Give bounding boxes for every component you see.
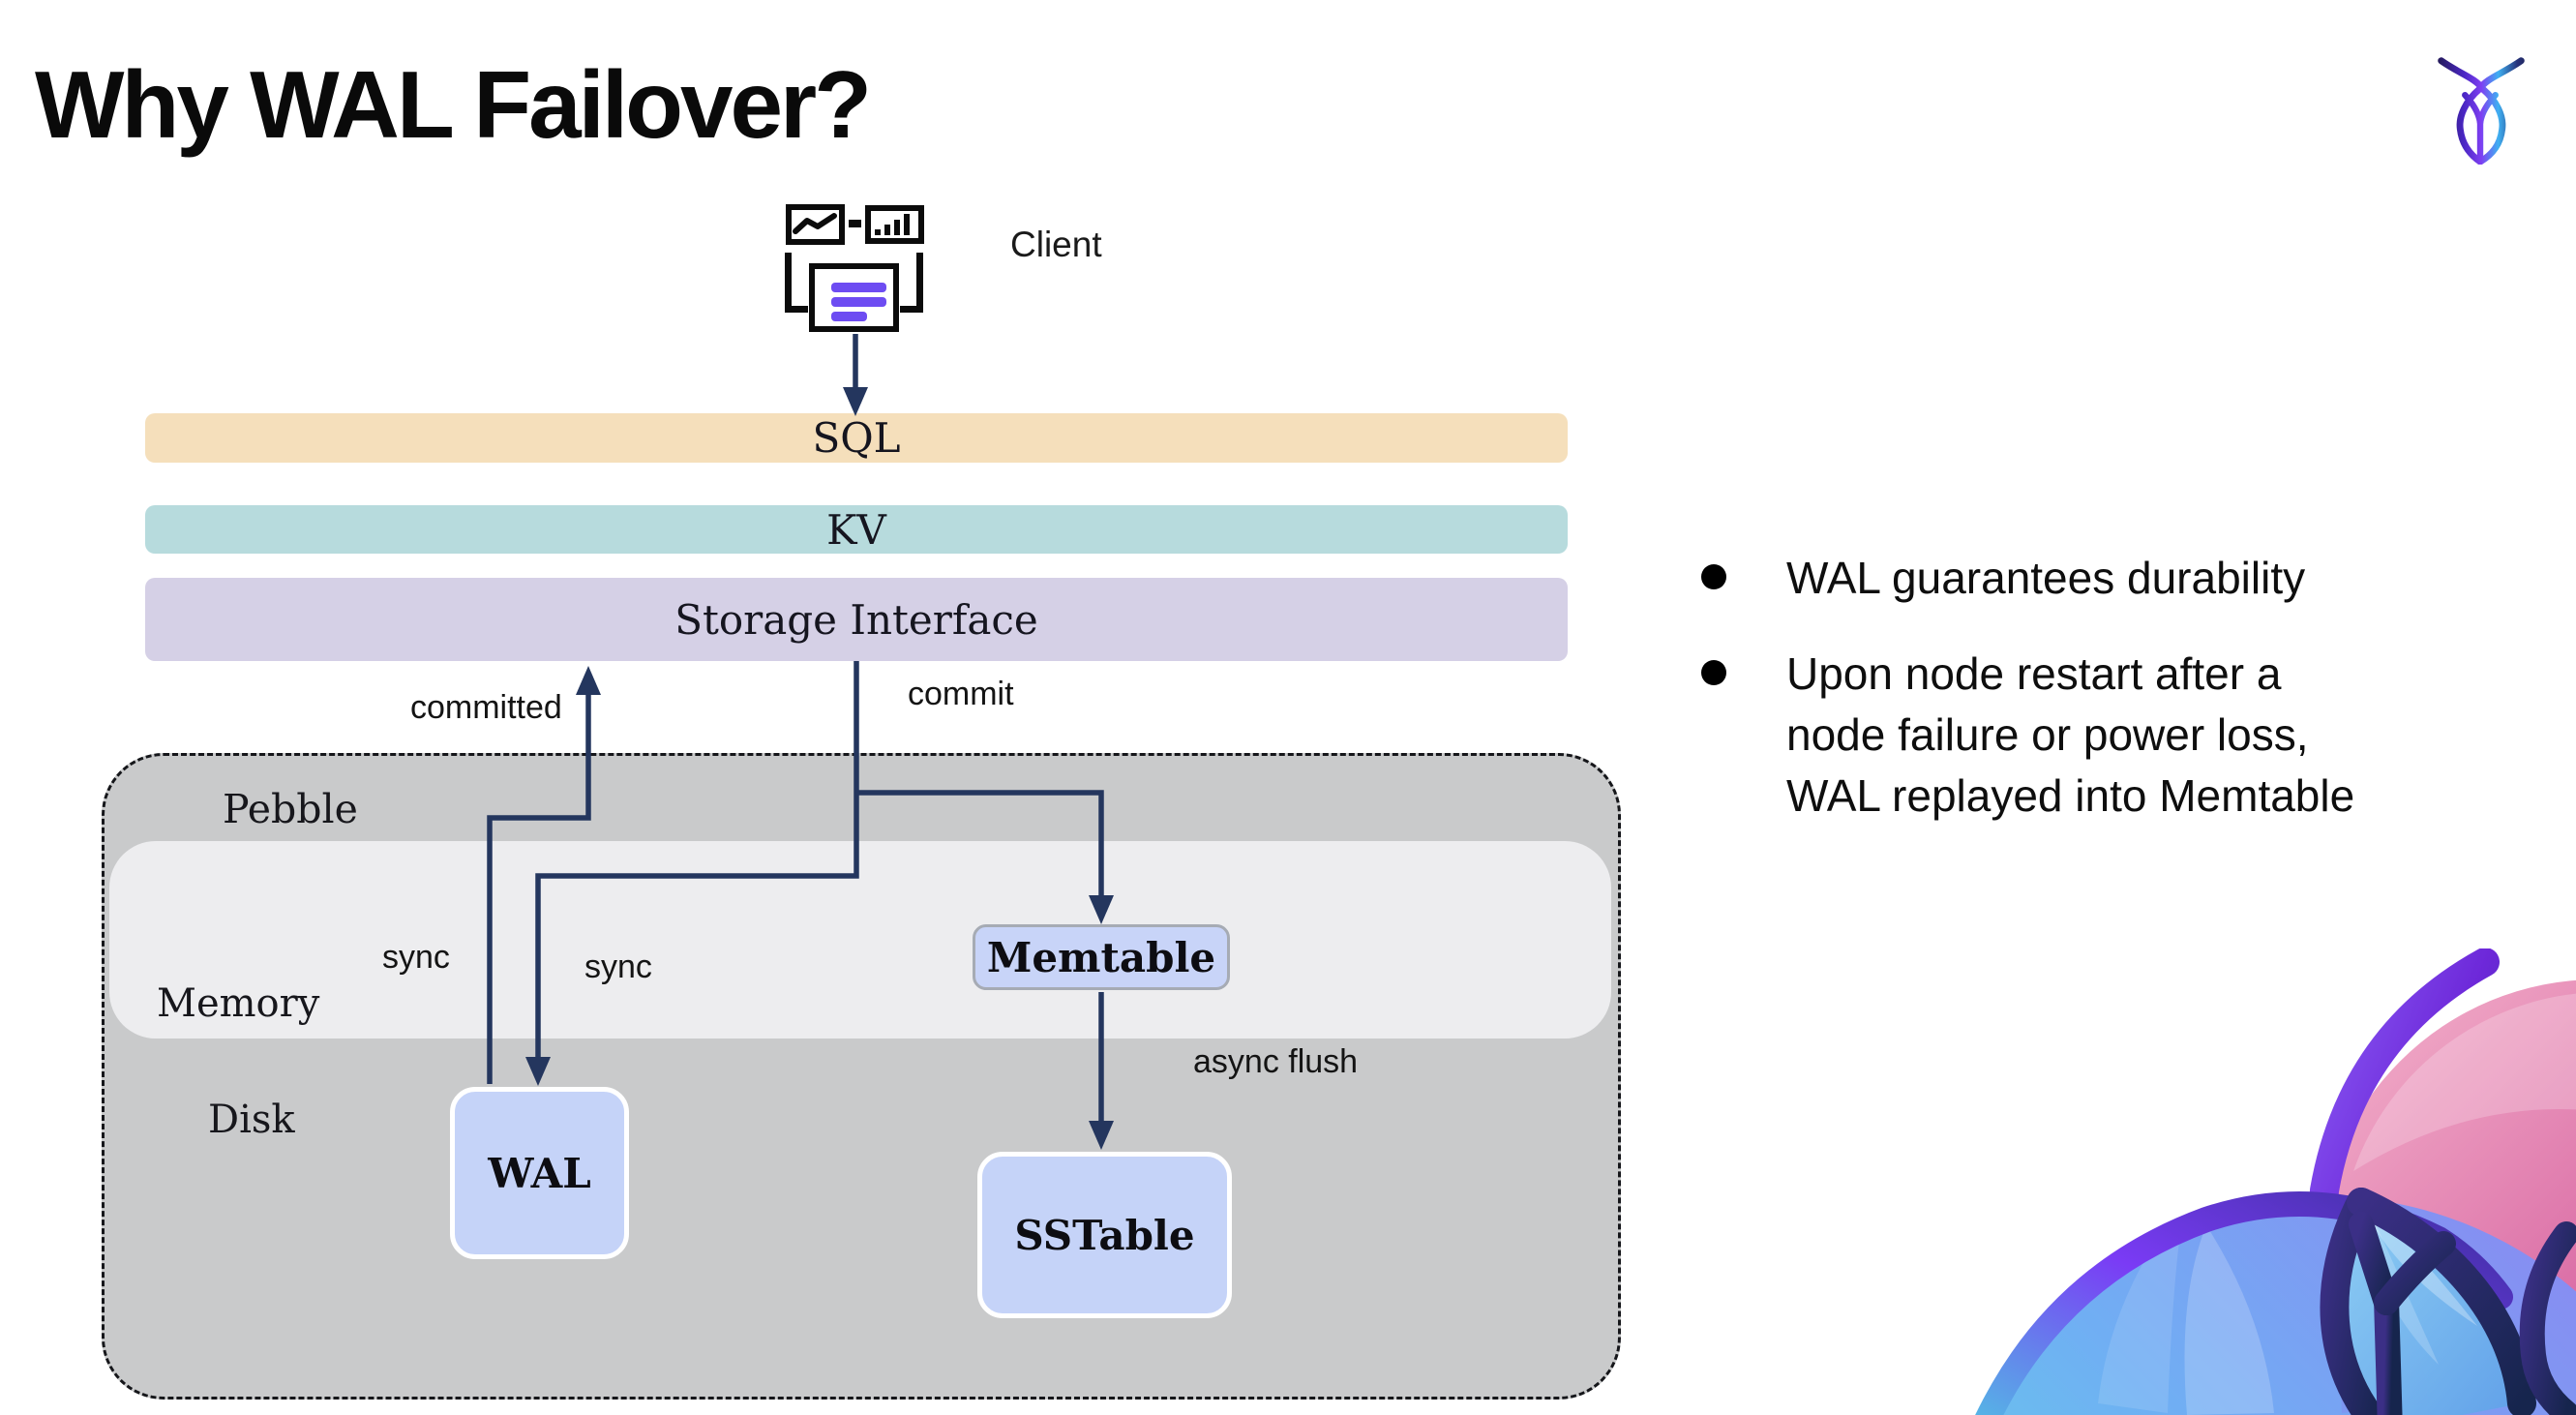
list-item: WAL guarantees durability — [1701, 548, 2553, 609]
node-sstable: SSTable — [977, 1152, 1232, 1318]
layer-storage-interface: Storage Interface — [145, 578, 1568, 661]
memtable-label: Memtable — [986, 933, 1216, 981]
document-icon — [809, 263, 899, 332]
layer-sql-label: SQL — [812, 414, 901, 462]
memory-label: Memory — [157, 981, 320, 1026]
client-dashboard-icon — [779, 198, 939, 339]
bracket-left — [785, 253, 792, 313]
edge-label-commit: commit — [908, 676, 1014, 712]
cockroachdb-logo-icon — [2431, 46, 2531, 165]
memory-band — [109, 841, 1611, 1039]
edge-label-committed: committed — [410, 689, 562, 726]
bracket-left-foot — [785, 306, 808, 313]
bullet-text-2: Upon node restart after a node failure o… — [1786, 648, 2355, 821]
client-label: Client — [1010, 225, 1102, 264]
bracket-right — [916, 253, 923, 313]
list-item: Upon node restart after a node failure o… — [1701, 644, 2553, 827]
layer-sql: SQL — [145, 413, 1568, 463]
edge-label-async-flush: async flush — [1193, 1043, 1359, 1080]
layer-storage-label: Storage Interface — [674, 595, 1038, 644]
bullet-icon — [1701, 660, 1726, 685]
brand-spheres-graphic — [1935, 948, 2576, 1415]
layer-kv-label: KV — [826, 505, 886, 554]
wal-label: WAL — [488, 1149, 591, 1197]
layer-kv: KV — [145, 505, 1568, 554]
line-chart-icon — [786, 204, 845, 245]
node-memtable: Memtable — [973, 924, 1230, 990]
dash-connector — [849, 220, 861, 227]
bullet-text-1: WAL guarantees durability — [1786, 553, 2306, 603]
bar-chart-icon — [865, 205, 924, 244]
pebble-label: Pebble — [223, 786, 358, 832]
edge-label-sync-right: sync — [584, 948, 652, 985]
sstable-label: SSTable — [1014, 1211, 1195, 1259]
bracket-right-foot — [900, 306, 923, 313]
page-title: Why WAL Failover? — [35, 51, 872, 158]
bullet-icon — [1701, 564, 1726, 589]
edge-label-sync-left: sync — [382, 939, 450, 976]
disk-label: Disk — [208, 1098, 295, 1142]
node-wal: WAL — [450, 1087, 629, 1259]
bullet-list: WAL guarantees durability Upon node rest… — [1701, 548, 2553, 827]
